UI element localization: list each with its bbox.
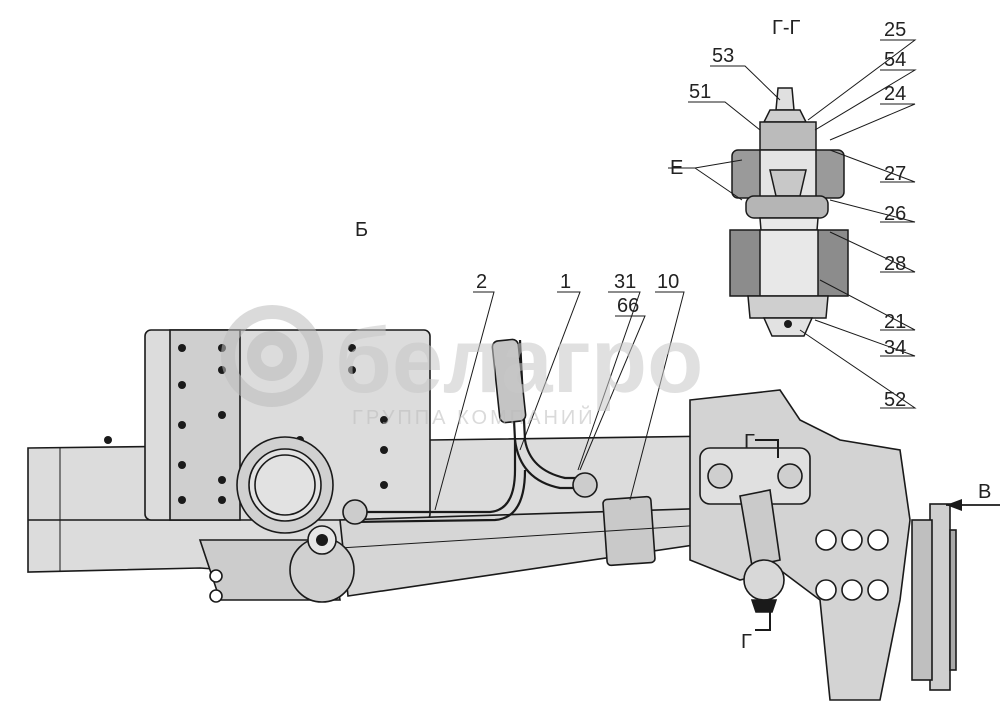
callout-31: 31 xyxy=(614,271,636,293)
brand-logo xyxy=(221,305,323,407)
callout-27: 27 xyxy=(884,163,906,185)
watermark-subtitle: ГРУППА КОМПАНИЙ xyxy=(352,405,596,429)
section-mark-upper: Г xyxy=(744,431,755,453)
detail-label-e: Е xyxy=(670,157,683,179)
callout-51: 51 xyxy=(689,81,711,103)
view-label: Б xyxy=(355,219,368,241)
bottom-nut xyxy=(747,295,829,319)
pin-collar xyxy=(745,195,829,219)
callout-66: 66 xyxy=(617,295,639,317)
section-detail xyxy=(729,87,849,337)
castle-nut xyxy=(759,121,817,153)
callout-26: 26 xyxy=(884,203,906,225)
knuckle-holes xyxy=(815,529,889,601)
callout-52: 52 xyxy=(884,389,906,411)
cylinder-collar xyxy=(602,495,656,567)
callout-28: 28 xyxy=(884,253,906,275)
section-line xyxy=(755,439,779,631)
section-title: Г-Г xyxy=(772,17,800,39)
view-arrow-label: В xyxy=(978,481,991,503)
axle-assembly xyxy=(27,329,957,701)
hub-flange xyxy=(929,503,951,691)
watermark-brand: белагро xyxy=(335,310,703,412)
callout-21: 21 xyxy=(884,311,906,333)
callout-25: 25 xyxy=(884,19,906,41)
watermark: белагро ГРУППА КОМПАНИЙ xyxy=(221,305,703,429)
callout-34: 34 xyxy=(884,337,906,359)
hydraulic-hoses xyxy=(349,339,590,524)
hose-fitting xyxy=(491,338,527,424)
callout-2: 2 xyxy=(476,271,487,293)
leader-lines xyxy=(434,39,917,511)
callout-53: 53 xyxy=(712,45,734,67)
callout-1: 1 xyxy=(560,271,571,293)
tie-rod xyxy=(739,489,781,567)
right-ball-joint xyxy=(743,559,785,601)
labels: Б Г-Г Г Г В Е 2 1 31 66 10 53 51 25 54 2… xyxy=(355,17,991,653)
view-arrow xyxy=(946,499,1000,511)
section-mark-lower: Г xyxy=(741,631,752,653)
callout-10: 10 xyxy=(657,271,679,293)
callout-54: 54 xyxy=(884,49,906,71)
callout-24: 24 xyxy=(884,83,906,105)
